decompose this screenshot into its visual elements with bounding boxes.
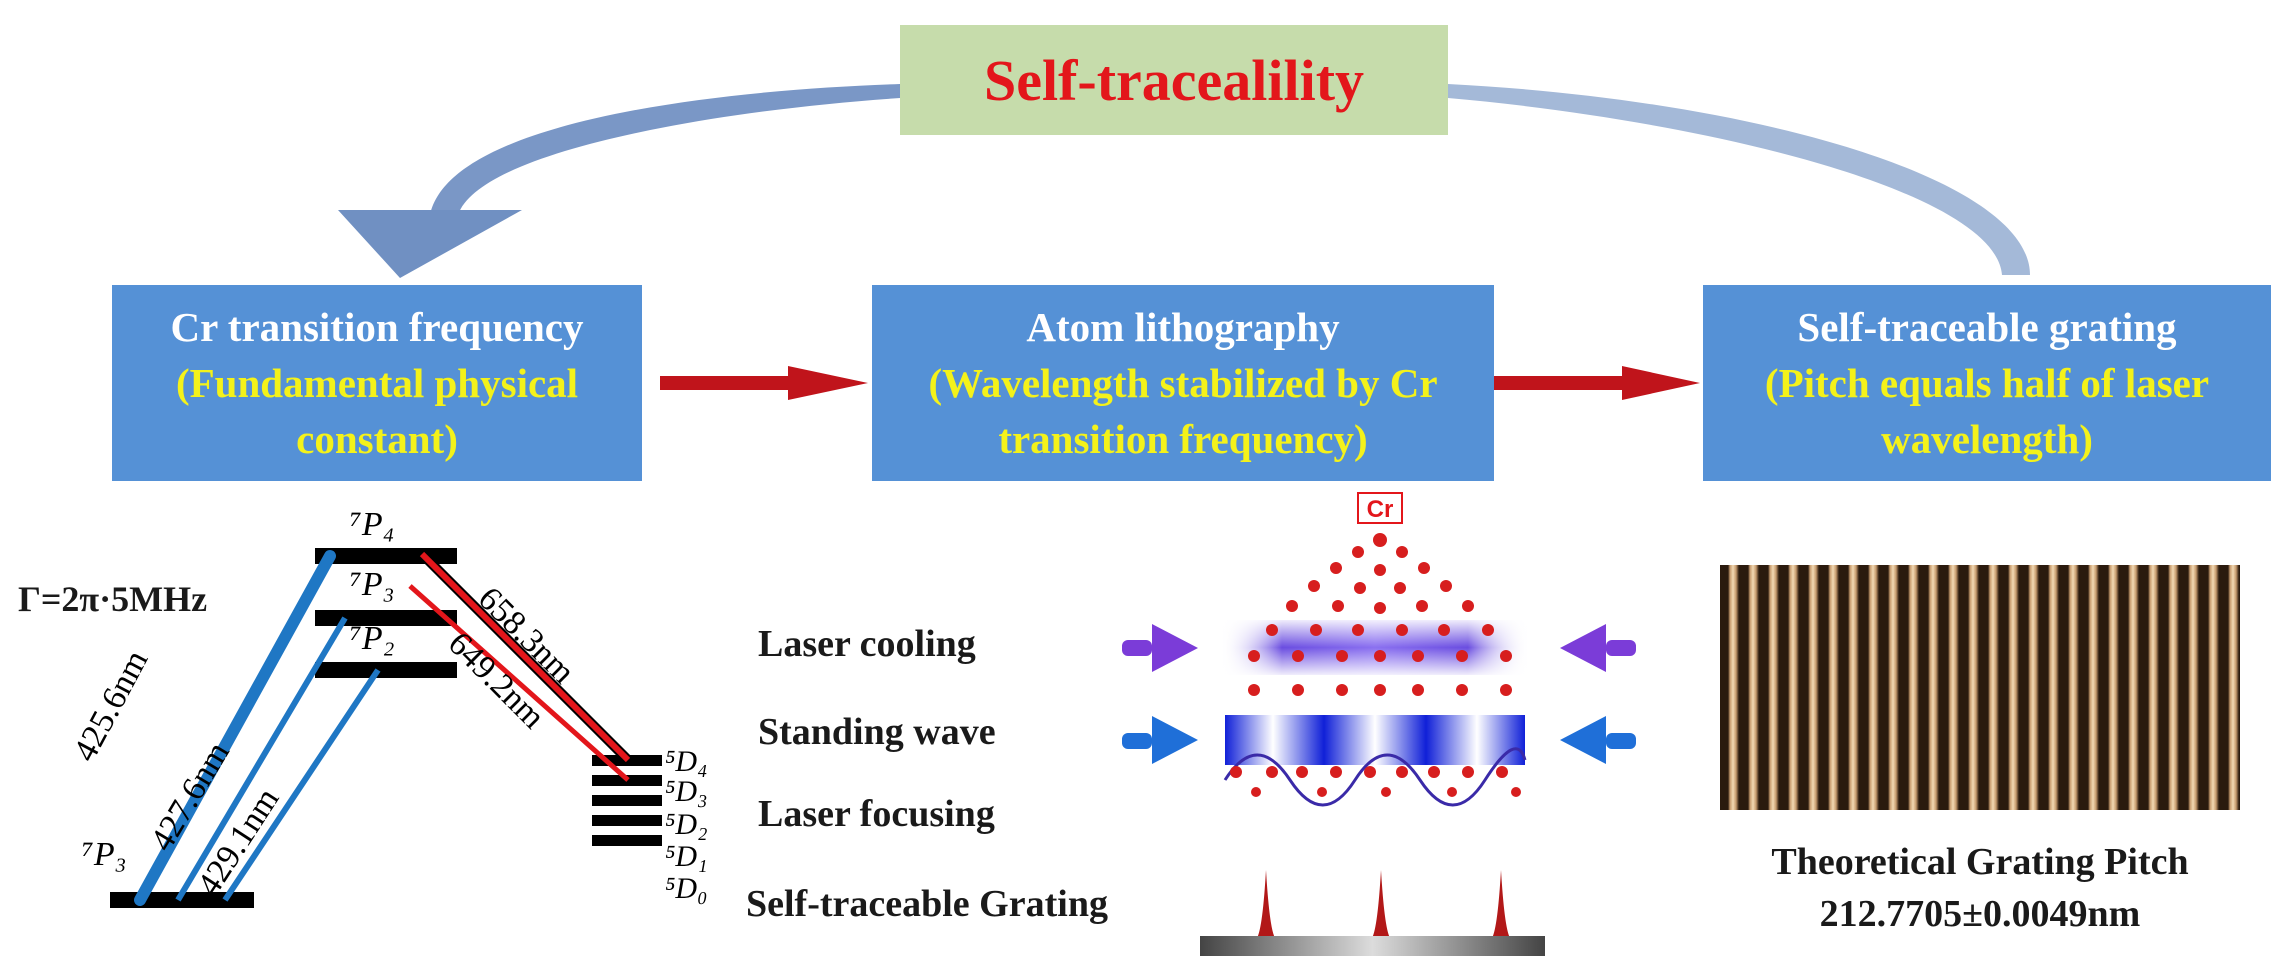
level-label-p4: ⁷P₄ xyxy=(350,506,395,543)
label-laser-focusing: Laser focusing xyxy=(758,793,995,835)
focusing-curve xyxy=(1223,747,1527,807)
cr-badge xyxy=(1357,492,1403,524)
flow-arrow-1-head xyxy=(788,366,868,400)
label-laser-cooling: Laser cooling xyxy=(758,623,976,665)
feedback-arrow-body xyxy=(1448,84,2030,275)
flow-arrow-1-shaft xyxy=(660,376,790,390)
grating-peaks xyxy=(1255,870,1512,940)
feedback-arrow xyxy=(338,84,2030,278)
box-cr-transition-head: Cr transition frequency xyxy=(170,304,584,350)
transition-425-line xyxy=(134,550,336,906)
standing-arrow-right xyxy=(1560,716,1636,764)
page-title: Self-tracealility xyxy=(983,47,1365,113)
energy-level-diagram xyxy=(110,548,662,908)
level-d1 xyxy=(592,815,662,826)
box-grating-head: Self-traceable grating xyxy=(1797,304,2177,350)
standing-arrow-left xyxy=(1122,716,1198,764)
transition-649-line xyxy=(408,584,630,782)
standing-wave-band xyxy=(1225,715,1525,765)
level-label-d2: ⁵D₂ xyxy=(665,808,708,841)
grating-substrate xyxy=(1200,936,1545,956)
flow-arrow-2-head xyxy=(1622,366,1700,400)
label-standing-wave: Standing wave xyxy=(758,711,996,753)
transition-658-line-red xyxy=(419,551,631,763)
transition-427-line xyxy=(175,616,348,902)
box-atom-lithography-sub: (Wavelength stabilized by Cr transition … xyxy=(928,360,1438,462)
level-label-d3: ⁵D₃ xyxy=(665,775,708,808)
grating-image xyxy=(1720,565,2240,810)
level-d0 xyxy=(592,835,662,846)
box-grating: Self-traceable grating (Pitch equals hal… xyxy=(1703,285,2271,481)
cooling-arrow-left xyxy=(1122,624,1198,672)
box-cr-transition: Cr transition frequency (Fundamental phy… xyxy=(112,285,642,481)
flow-arrow-2-shaft xyxy=(1494,376,1624,390)
level-label-d1: ⁵D₁ xyxy=(665,840,708,873)
box-cr-transition-sub: (Fundamental physical constant) xyxy=(175,360,579,462)
level-p2-upper xyxy=(315,662,457,678)
transition-429-line xyxy=(222,668,381,902)
grating-caption-line2: 212.7705±0.0049nm xyxy=(1819,893,2141,935)
gamma-label: Γ=2π·5MHz xyxy=(18,579,208,619)
cooling-arrow-right xyxy=(1560,624,1636,672)
level-d2 xyxy=(592,795,662,806)
level-label-p2: ⁷P₂ xyxy=(350,620,395,657)
level-label-p3-lower: ⁷P₃ xyxy=(82,836,127,873)
level-label-d0: ⁵D₀ xyxy=(665,872,708,905)
level-p3-upper xyxy=(315,610,457,626)
lithography-schematic: Cr xyxy=(1122,492,1636,956)
title-box: Self-tracealility xyxy=(900,25,1448,135)
cr-badge-text: Cr xyxy=(1367,496,1394,523)
level-label-p3-upper: ⁷P₃ xyxy=(350,566,395,603)
box-grating-sub: (Pitch equals half of laser wavelength) xyxy=(1764,360,2210,462)
box-atom-lithography: Atom lithography (Wavelength stabilized … xyxy=(872,285,1494,481)
box-atom-lithography-head: Atom lithography xyxy=(1026,304,1340,350)
grating-caption-line1: Theoretical Grating Pitch xyxy=(1771,841,2189,883)
atom-dots xyxy=(1230,533,1521,797)
label-self-traceable-grating: Self-traceable Grating xyxy=(746,883,1108,925)
feedback-arrow-head xyxy=(338,210,522,278)
level-label-d4: ⁵D₄ xyxy=(665,745,708,778)
feedback-arrow-left-body xyxy=(430,84,900,215)
